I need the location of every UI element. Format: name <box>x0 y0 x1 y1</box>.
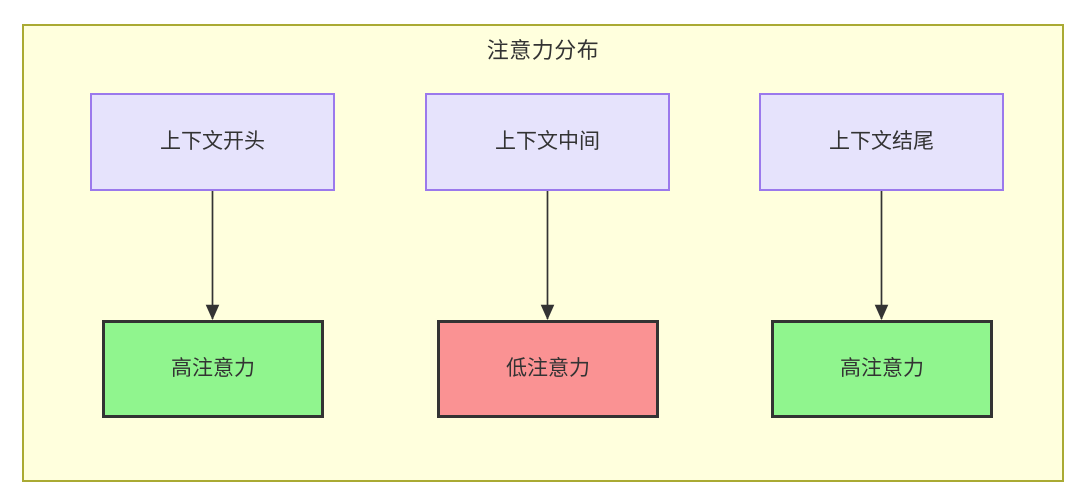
node-label: 上下文结尾 <box>829 130 934 153</box>
node-attention-start-high[interactable]: 高注意力 <box>102 320 324 418</box>
node-label: 上下文开头 <box>160 130 265 153</box>
node-attention-middle-low[interactable]: 低注意力 <box>437 320 659 418</box>
node-label: 低注意力 <box>506 357 590 380</box>
node-label: 上下文中间 <box>495 130 600 153</box>
node-label: 高注意力 <box>840 357 924 380</box>
node-context-start[interactable]: 上下文开头 <box>90 93 335 191</box>
node-context-end[interactable]: 上下文结尾 <box>759 93 1004 191</box>
node-context-middle[interactable]: 上下文中间 <box>425 93 670 191</box>
group-title: 注意力分布 <box>486 38 600 63</box>
node-attention-end-high[interactable]: 高注意力 <box>771 320 993 418</box>
node-label: 高注意力 <box>171 357 255 380</box>
